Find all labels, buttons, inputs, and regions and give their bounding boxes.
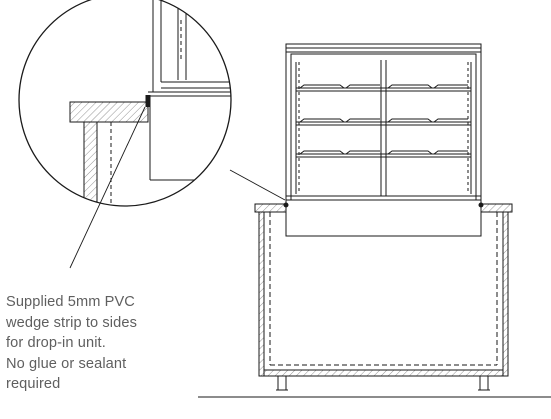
callout-line-4: No glue or sealant	[6, 355, 127, 372]
leader-line	[69, 106, 146, 269]
connector-line	[229, 169, 286, 201]
callout-note: Supplied 5mm PVC wedge strip to sides fo…	[6, 292, 236, 395]
callout-line-1: Supplied 5mm PVC	[6, 294, 135, 310]
display-cabinet	[285, 43, 482, 237]
wedge-strip	[145, 95, 151, 107]
callout-line-3: for drop-in unit.	[6, 335, 106, 351]
detail-magnifier	[18, 0, 232, 207]
callout-line-2: wedge strip to sides	[6, 314, 137, 331]
counter-pedestal	[254, 202, 513, 391]
shelves	[296, 84, 471, 158]
callout-line-5: required	[6, 376, 61, 392]
